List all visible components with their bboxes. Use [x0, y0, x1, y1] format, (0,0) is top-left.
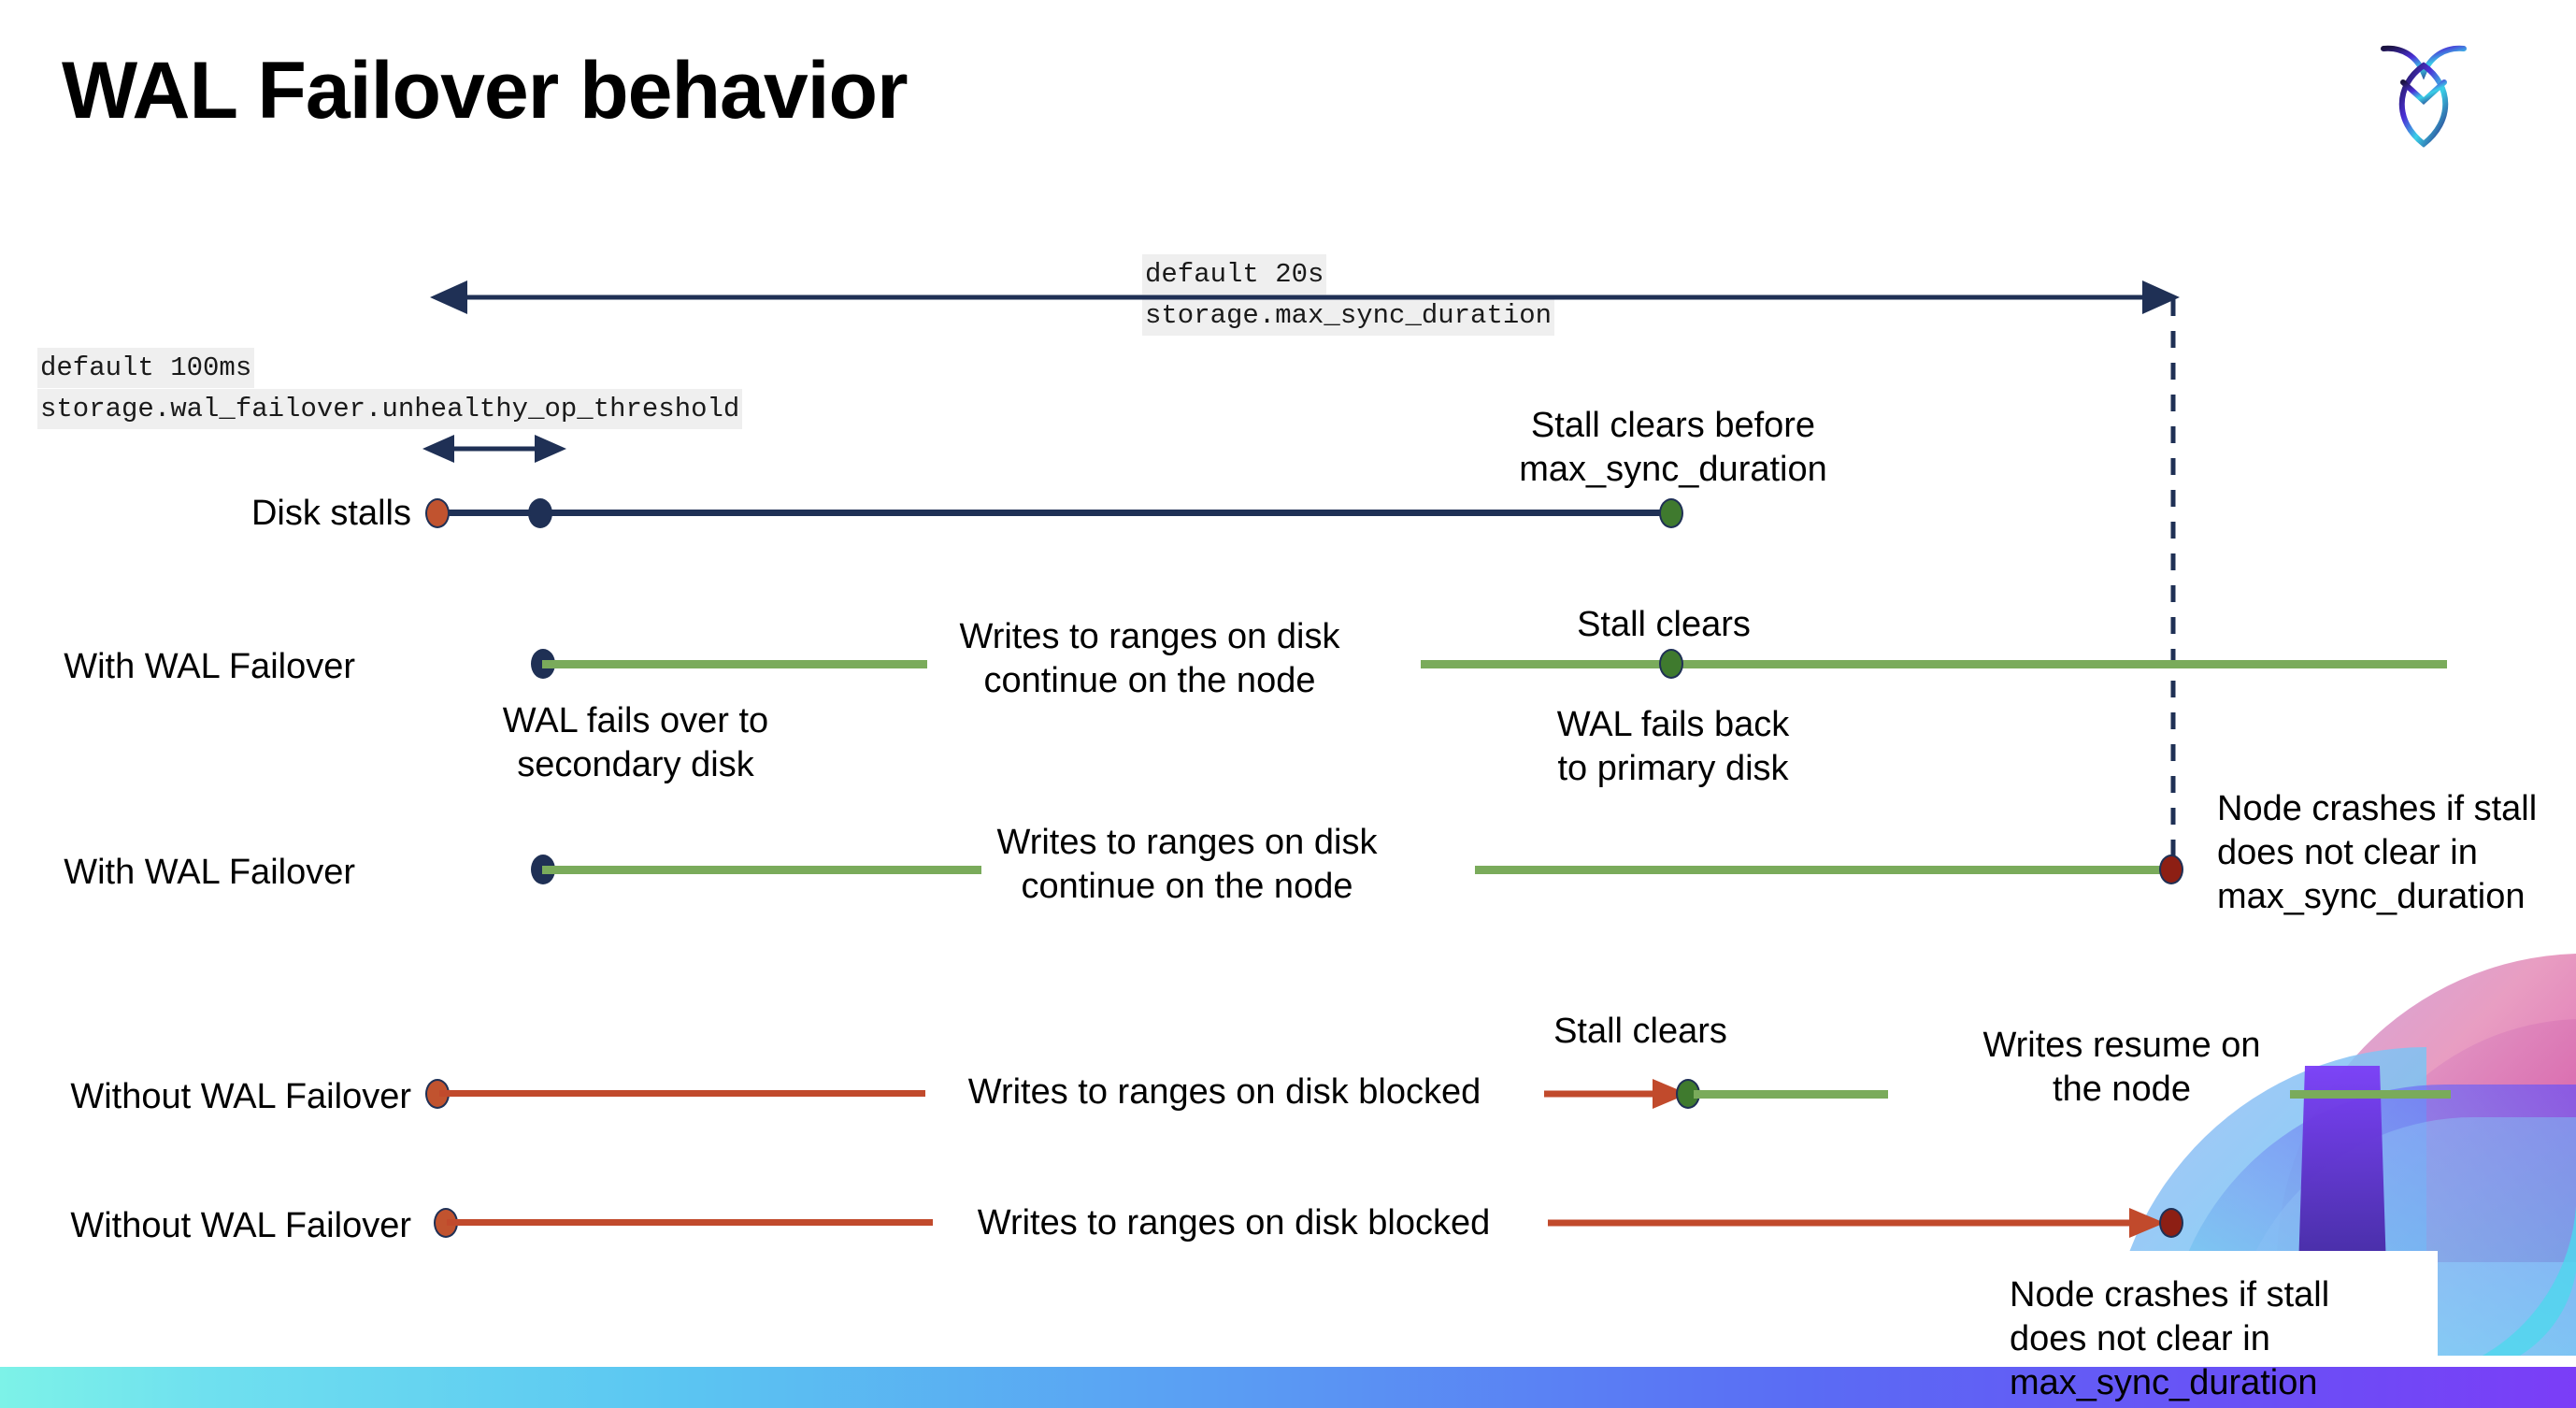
disk-stalls-track: [439, 510, 1673, 516]
page-title: WAL Failover behavior: [62, 46, 909, 136]
wf1-track-left: [542, 660, 927, 668]
annot-wf1-fails-back: WAL fails back to primary disk: [1556, 705, 1790, 788]
unhealthy-op-name-chip: storage.wal_failover.unhealthy_op_thresh…: [37, 389, 743, 429]
annot-wo2-writes-blocked: Writes to ranges on disk blocked: [977, 1203, 1491, 1243]
disk-stalls-clear-marker: [1659, 498, 1683, 528]
bottom-gradient-bar: [0, 1367, 2576, 1408]
wo2-track-blocked-left: [447, 1219, 933, 1226]
wf2-track-right: [1475, 866, 2176, 874]
annot-wo1-writes-resume: Writes resume on the node: [1982, 1026, 2261, 1109]
wo1-track-blocked-left: [439, 1090, 925, 1097]
max-sync-name-chip: storage.max_sync_duration: [1142, 295, 1555, 336]
annot-wf2-node-crashes: Node crashes if stall does not clear in …: [2217, 789, 2538, 916]
annot-stall-clears-before: Stall clears before max_sync_duration: [1519, 406, 1827, 489]
max-sync-default-chip: default 20s: [1142, 254, 1327, 295]
annot-wf1-stall-clears: Stall clears: [1577, 605, 1751, 644]
wf2-track-left: [542, 866, 981, 874]
unhealthy-op-default-chip: default 100ms: [37, 348, 255, 388]
wf1-clear-marker: [1659, 649, 1683, 679]
annot-wf2-writes-continue: Writes to ranges on disk continue on the…: [996, 823, 1378, 906]
annot-wo1-writes-blocked: Writes to ranges on disk blocked: [967, 1072, 1481, 1112]
wo2-crash-marker: [2159, 1208, 2183, 1238]
row-label-with-wal-failover-1: With WAL Failover: [64, 647, 355, 686]
annot-wo2-node-crashes: Node crashes if stall does not clear in …: [2010, 1275, 2330, 1402]
row-label-without-wal-failover-1: Without WAL Failover: [70, 1077, 411, 1116]
wf2-crash-marker: [2159, 855, 2183, 884]
annot-wo1-stall-clears: Stall clears: [1553, 1012, 1727, 1051]
annot-wf1-writes-continue: Writes to ranges on disk continue on the…: [959, 617, 1340, 700]
wo1-track-clear: [1694, 1090, 1888, 1099]
disk-stalls-failover-marker: [528, 498, 552, 528]
row-label-disk-stalls: Disk stalls: [250, 494, 411, 533]
wo1-track-resume: [2290, 1090, 2451, 1099]
wf1-track-right: [1421, 660, 2447, 668]
row-label-with-wal-failover-2: With WAL Failover: [64, 853, 355, 892]
cockroachdb-logo-icon: [2372, 28, 2475, 150]
row-label-without-wal-failover-2: Without WAL Failover: [70, 1206, 411, 1245]
annot-wf1-fails-over: WAL fails over to secondary disk: [502, 701, 769, 784]
disk-stalls-start-marker: [425, 498, 450, 528]
